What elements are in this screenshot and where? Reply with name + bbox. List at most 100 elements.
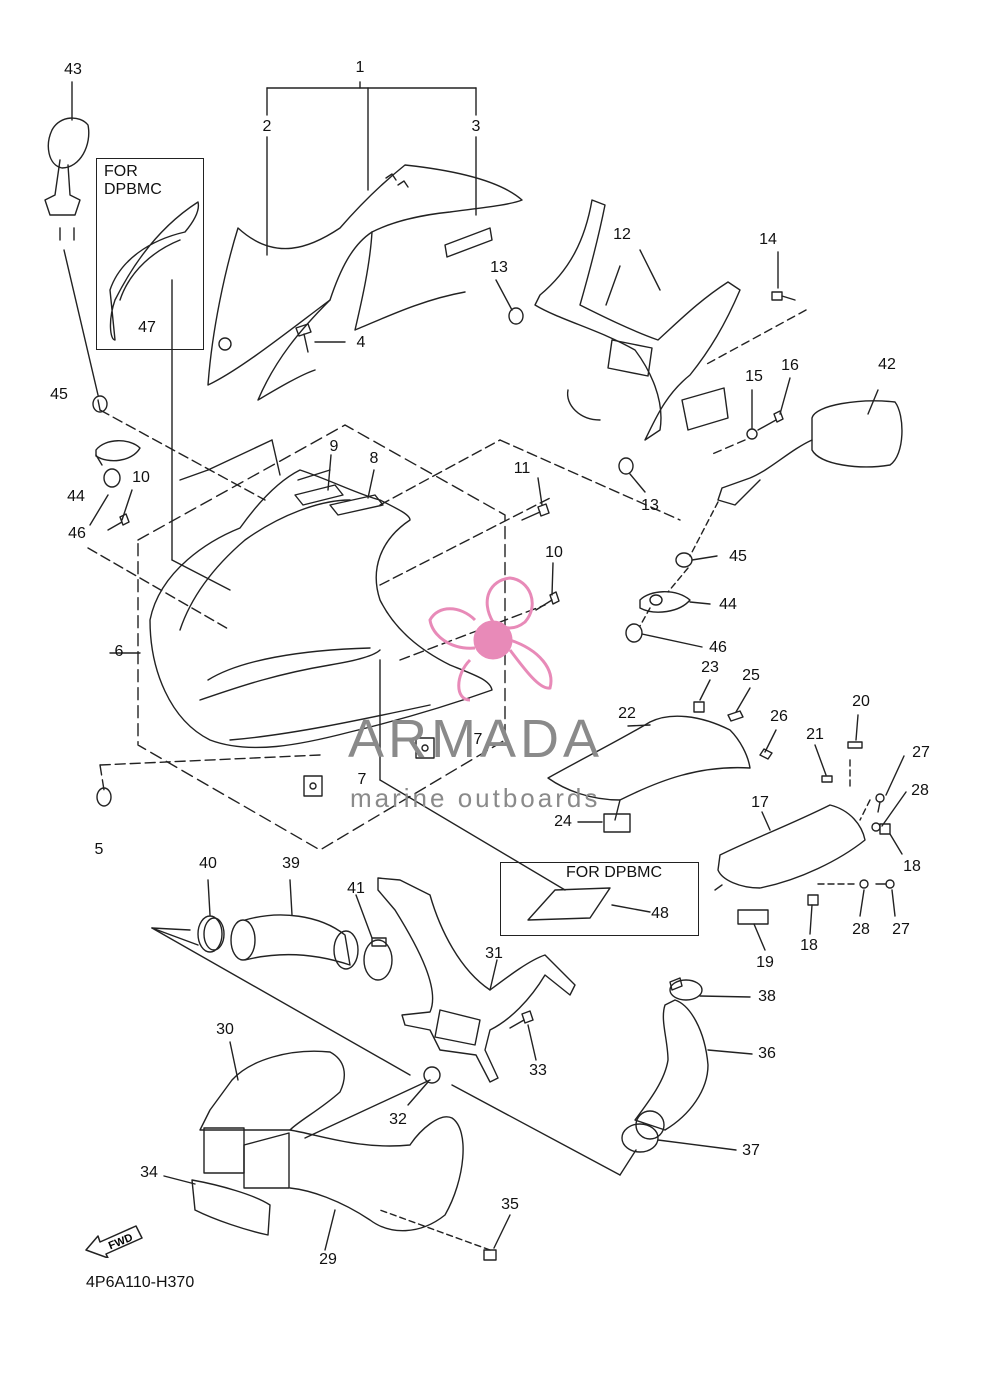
callout-1: 1 [355, 59, 365, 76]
callout-45b: 45 [729, 548, 747, 565]
plate-8 [329, 494, 384, 516]
callout-28b: 28 [852, 921, 870, 938]
forward-arrow-icon: FWD [84, 1212, 146, 1263]
damper-24 [603, 813, 631, 833]
callout-17: 17 [751, 794, 769, 811]
callout-5: 5 [94, 841, 104, 858]
tape-21 [821, 775, 833, 783]
note-box-dpbmc-47 [96, 158, 204, 350]
air-duct-39 [230, 914, 359, 970]
clip-7a [303, 775, 323, 797]
note-box-dpbmc-48 [500, 862, 699, 936]
callout-12: 12 [613, 226, 631, 243]
callout-31: 31 [485, 945, 503, 962]
callout-14: 14 [759, 231, 777, 248]
grommet-13b [618, 457, 634, 475]
callout-10b: 10 [545, 544, 563, 561]
damper-19 [737, 909, 769, 925]
watermark-logo [428, 576, 553, 702]
callout-leaders [71, 81, 907, 1251]
assembly-leaders [87, 409, 681, 791]
callout-36: 36 [758, 1045, 776, 1062]
callout-15: 15 [745, 368, 763, 385]
callout-25: 25 [742, 667, 760, 684]
callout-44b: 44 [719, 596, 737, 613]
callout-42: 42 [878, 356, 896, 373]
callout-18a: 18 [903, 858, 921, 875]
grommet-5 [96, 787, 112, 807]
clip-23 [693, 701, 705, 713]
callout-37: 37 [742, 1142, 760, 1159]
note-box-2-text: FOR DPBMC [566, 864, 662, 881]
washer-28a [871, 822, 881, 832]
inset-47-shape [109, 201, 200, 341]
callout-3: 3 [471, 118, 481, 135]
callout-27a: 27 [912, 744, 930, 761]
tape-25 [727, 710, 744, 722]
callout-33: 33 [529, 1062, 547, 1079]
side-cover-22 [547, 715, 751, 821]
callout-29: 29 [319, 1251, 337, 1268]
watermark-tagline: marine outboards [350, 783, 601, 813]
bolt-11 [521, 503, 550, 521]
hose-clamp-38 [669, 977, 703, 1001]
bolt-35 [379, 1209, 497, 1261]
callout-7b: 7 [357, 771, 367, 788]
callout-27b: 27 [892, 921, 910, 938]
callout-46b: 46 [709, 639, 727, 656]
callout-45a: 45 [50, 386, 68, 403]
leaders-right [817, 759, 871, 885]
tape-26 [759, 748, 773, 760]
stay-31 [377, 877, 576, 1083]
callout-35: 35 [501, 1196, 519, 1213]
decal-48 [527, 887, 651, 921]
callout-26: 26 [770, 708, 788, 725]
note-box-1-line1: FOR [104, 163, 138, 180]
callout-32: 32 [389, 1111, 407, 1128]
callout-18b: 18 [800, 937, 818, 954]
note-box-1-line2: DPBMC [104, 181, 162, 198]
bolt-10b [535, 591, 560, 611]
callout-21: 21 [806, 726, 824, 743]
callout-13b: 13 [641, 497, 659, 514]
hose-clamp-40 [197, 915, 225, 953]
fwd-label: FWD [107, 1232, 135, 1253]
washer-28b [859, 879, 869, 889]
clip-18b [807, 894, 819, 906]
callout-8: 8 [369, 450, 379, 467]
callout-23: 23 [701, 659, 719, 676]
side-cover-17 [714, 804, 866, 891]
hose-clamp-37 [621, 1123, 659, 1153]
washer-15 [746, 428, 758, 440]
collar-32 [423, 1066, 441, 1084]
callout-7a: 7 [473, 731, 483, 748]
callout-47: 47 [138, 319, 156, 336]
bolt-33 [509, 1010, 534, 1029]
callout-bracket-1 [266, 81, 477, 256]
air-duct-30 [199, 1050, 464, 1232]
hose-clamp-41 [363, 937, 393, 981]
watermark-brand: ARMADA [348, 709, 604, 769]
bolt-27b [875, 879, 895, 889]
bolt-16 [709, 410, 784, 456]
callout-41: 41 [347, 880, 365, 897]
front-cowling-6 [109, 424, 506, 851]
grommet-13a [508, 307, 524, 325]
callout-9: 9 [329, 438, 339, 455]
callout-46a: 46 [68, 525, 86, 542]
callout-28a: 28 [911, 782, 929, 799]
callout-16: 16 [781, 357, 799, 374]
callout-11: 11 [513, 460, 531, 477]
callout-2: 2 [262, 118, 272, 135]
mirror-43 [44, 117, 99, 396]
seal-34 [191, 1179, 271, 1236]
plate-9 [294, 484, 344, 506]
left-mount-parts [92, 395, 141, 488]
callout-4: 4 [356, 334, 366, 351]
bolt-14 [704, 291, 807, 366]
callout-38: 38 [758, 988, 776, 1005]
solid-leaders [171, 279, 566, 891]
callout-39: 39 [282, 855, 300, 872]
callout-44a: 44 [67, 488, 85, 505]
